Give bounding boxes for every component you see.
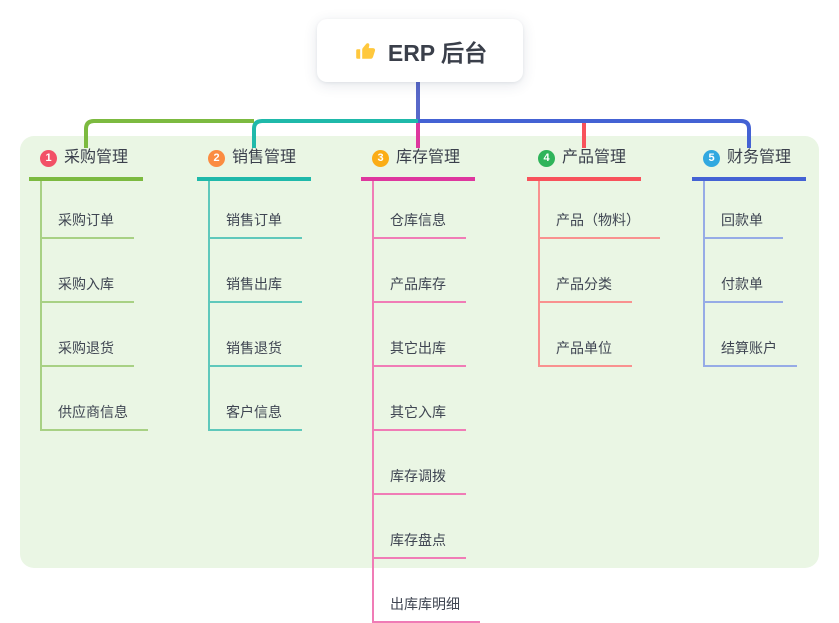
- child-node[interactable]: 销售订单: [210, 181, 302, 239]
- child-node[interactable]: 供应商信息: [42, 367, 148, 431]
- branch-label: 财务管理: [727, 149, 792, 166]
- child-node[interactable]: 产品库存: [374, 239, 466, 303]
- branch-label: 采购管理: [64, 149, 129, 166]
- branch-finance: 5 财务管理 回款单付款单结算账户: [692, 146, 807, 367]
- branch-sales-topic[interactable]: 2 销售管理: [197, 146, 312, 181]
- branch-purchase-topic[interactable]: 1 采购管理: [29, 146, 144, 181]
- child-node[interactable]: 产品单位: [540, 303, 632, 367]
- child-node[interactable]: 付款单: [705, 239, 783, 303]
- branch-product: 4 产品管理 产品（物料）产品分类产品单位: [527, 146, 660, 367]
- branch-number-badge: 2: [208, 149, 225, 167]
- branch-label: 库存管理: [396, 149, 461, 166]
- child-node[interactable]: 库存调拨: [374, 431, 466, 495]
- branch-sales: 2 销售管理 销售订单销售出库销售退货客户信息: [197, 146, 312, 431]
- child-node[interactable]: 产品分类: [540, 239, 632, 303]
- branch-label: 产品管理: [562, 149, 627, 166]
- branch-purchase-children: 采购订单采购入库采购退货供应商信息: [40, 181, 148, 431]
- root-topic-label: ERP 后台: [387, 39, 488, 66]
- branch-number-badge: 4: [538, 149, 555, 167]
- child-node[interactable]: 其它入库: [374, 367, 466, 431]
- branch-number-badge: 1: [40, 149, 57, 167]
- branch-inventory-children: 仓库信息产品库存其它出库其它入库库存调拨库存盘点出库库明细: [372, 181, 480, 623]
- branch-product-topic[interactable]: 4 产品管理: [527, 146, 642, 181]
- branch-number-badge: 5: [703, 149, 720, 167]
- branch-number-badge: 3: [372, 149, 389, 167]
- child-node[interactable]: 采购退货: [42, 303, 134, 367]
- branch-inventory-topic[interactable]: 3 库存管理: [361, 146, 476, 181]
- child-node[interactable]: 回款单: [705, 181, 783, 239]
- child-node[interactable]: 仓库信息: [374, 181, 466, 239]
- branch-finance-children: 回款单付款单结算账户: [703, 181, 797, 367]
- child-node[interactable]: 出库库明细: [374, 559, 480, 623]
- thumbs-up-icon: [353, 39, 377, 63]
- child-node[interactable]: 客户信息: [210, 367, 302, 431]
- child-node[interactable]: 采购订单: [42, 181, 134, 239]
- branch-product-children: 产品（物料）产品分类产品单位: [538, 181, 660, 367]
- branch-purchase: 1 采购管理 采购订单采购入库采购退货供应商信息: [29, 146, 148, 431]
- branch-finance-topic[interactable]: 5 财务管理: [692, 146, 807, 181]
- mindmap-panel: [20, 136, 819, 568]
- branch-label: 销售管理: [232, 149, 297, 166]
- child-node[interactable]: 产品（物料）: [540, 181, 660, 239]
- branch-inventory: 3 库存管理 仓库信息产品库存其它出库其它入库库存调拨库存盘点出库库明细: [361, 146, 480, 623]
- child-node[interactable]: 其它出库: [374, 303, 466, 367]
- child-node[interactable]: 结算账户: [705, 303, 797, 367]
- child-node[interactable]: 采购入库: [42, 239, 134, 303]
- child-node[interactable]: 销售退货: [210, 303, 302, 367]
- branch-sales-children: 销售订单销售出库销售退货客户信息: [208, 181, 302, 431]
- root-topic[interactable]: ERP 后台: [317, 19, 523, 82]
- child-node[interactable]: 销售出库: [210, 239, 302, 303]
- child-node[interactable]: 库存盘点: [374, 495, 466, 559]
